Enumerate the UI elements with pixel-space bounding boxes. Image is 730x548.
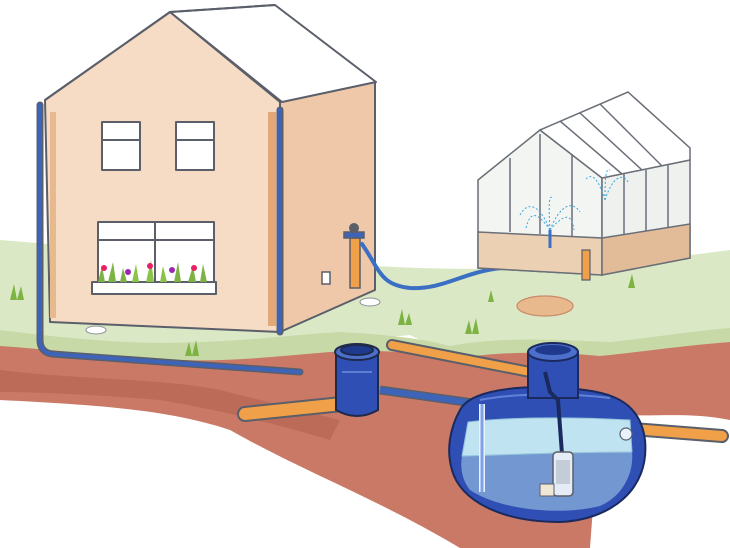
soil-dark-band — [0, 370, 340, 440]
house-side-wall — [279, 81, 376, 333]
grass-tufts — [10, 274, 635, 356]
window-planter-box — [91, 281, 217, 295]
greenhouse-icon — [477, 91, 691, 276]
submersible-pump-icon — [539, 451, 574, 497]
downpipe-left — [36, 101, 304, 376]
sprinkler-icon — [519, 169, 629, 231]
water-tap-icon — [321, 223, 365, 289]
lower-window — [97, 221, 215, 285]
rainwater-tank-icon — [448, 342, 647, 524]
upper-window-right — [175, 121, 215, 171]
upper-window-left — [101, 121, 141, 171]
inspection-cover — [516, 295, 574, 317]
filter-chamber-icon — [334, 343, 380, 417]
window-flowers — [98, 260, 207, 282]
